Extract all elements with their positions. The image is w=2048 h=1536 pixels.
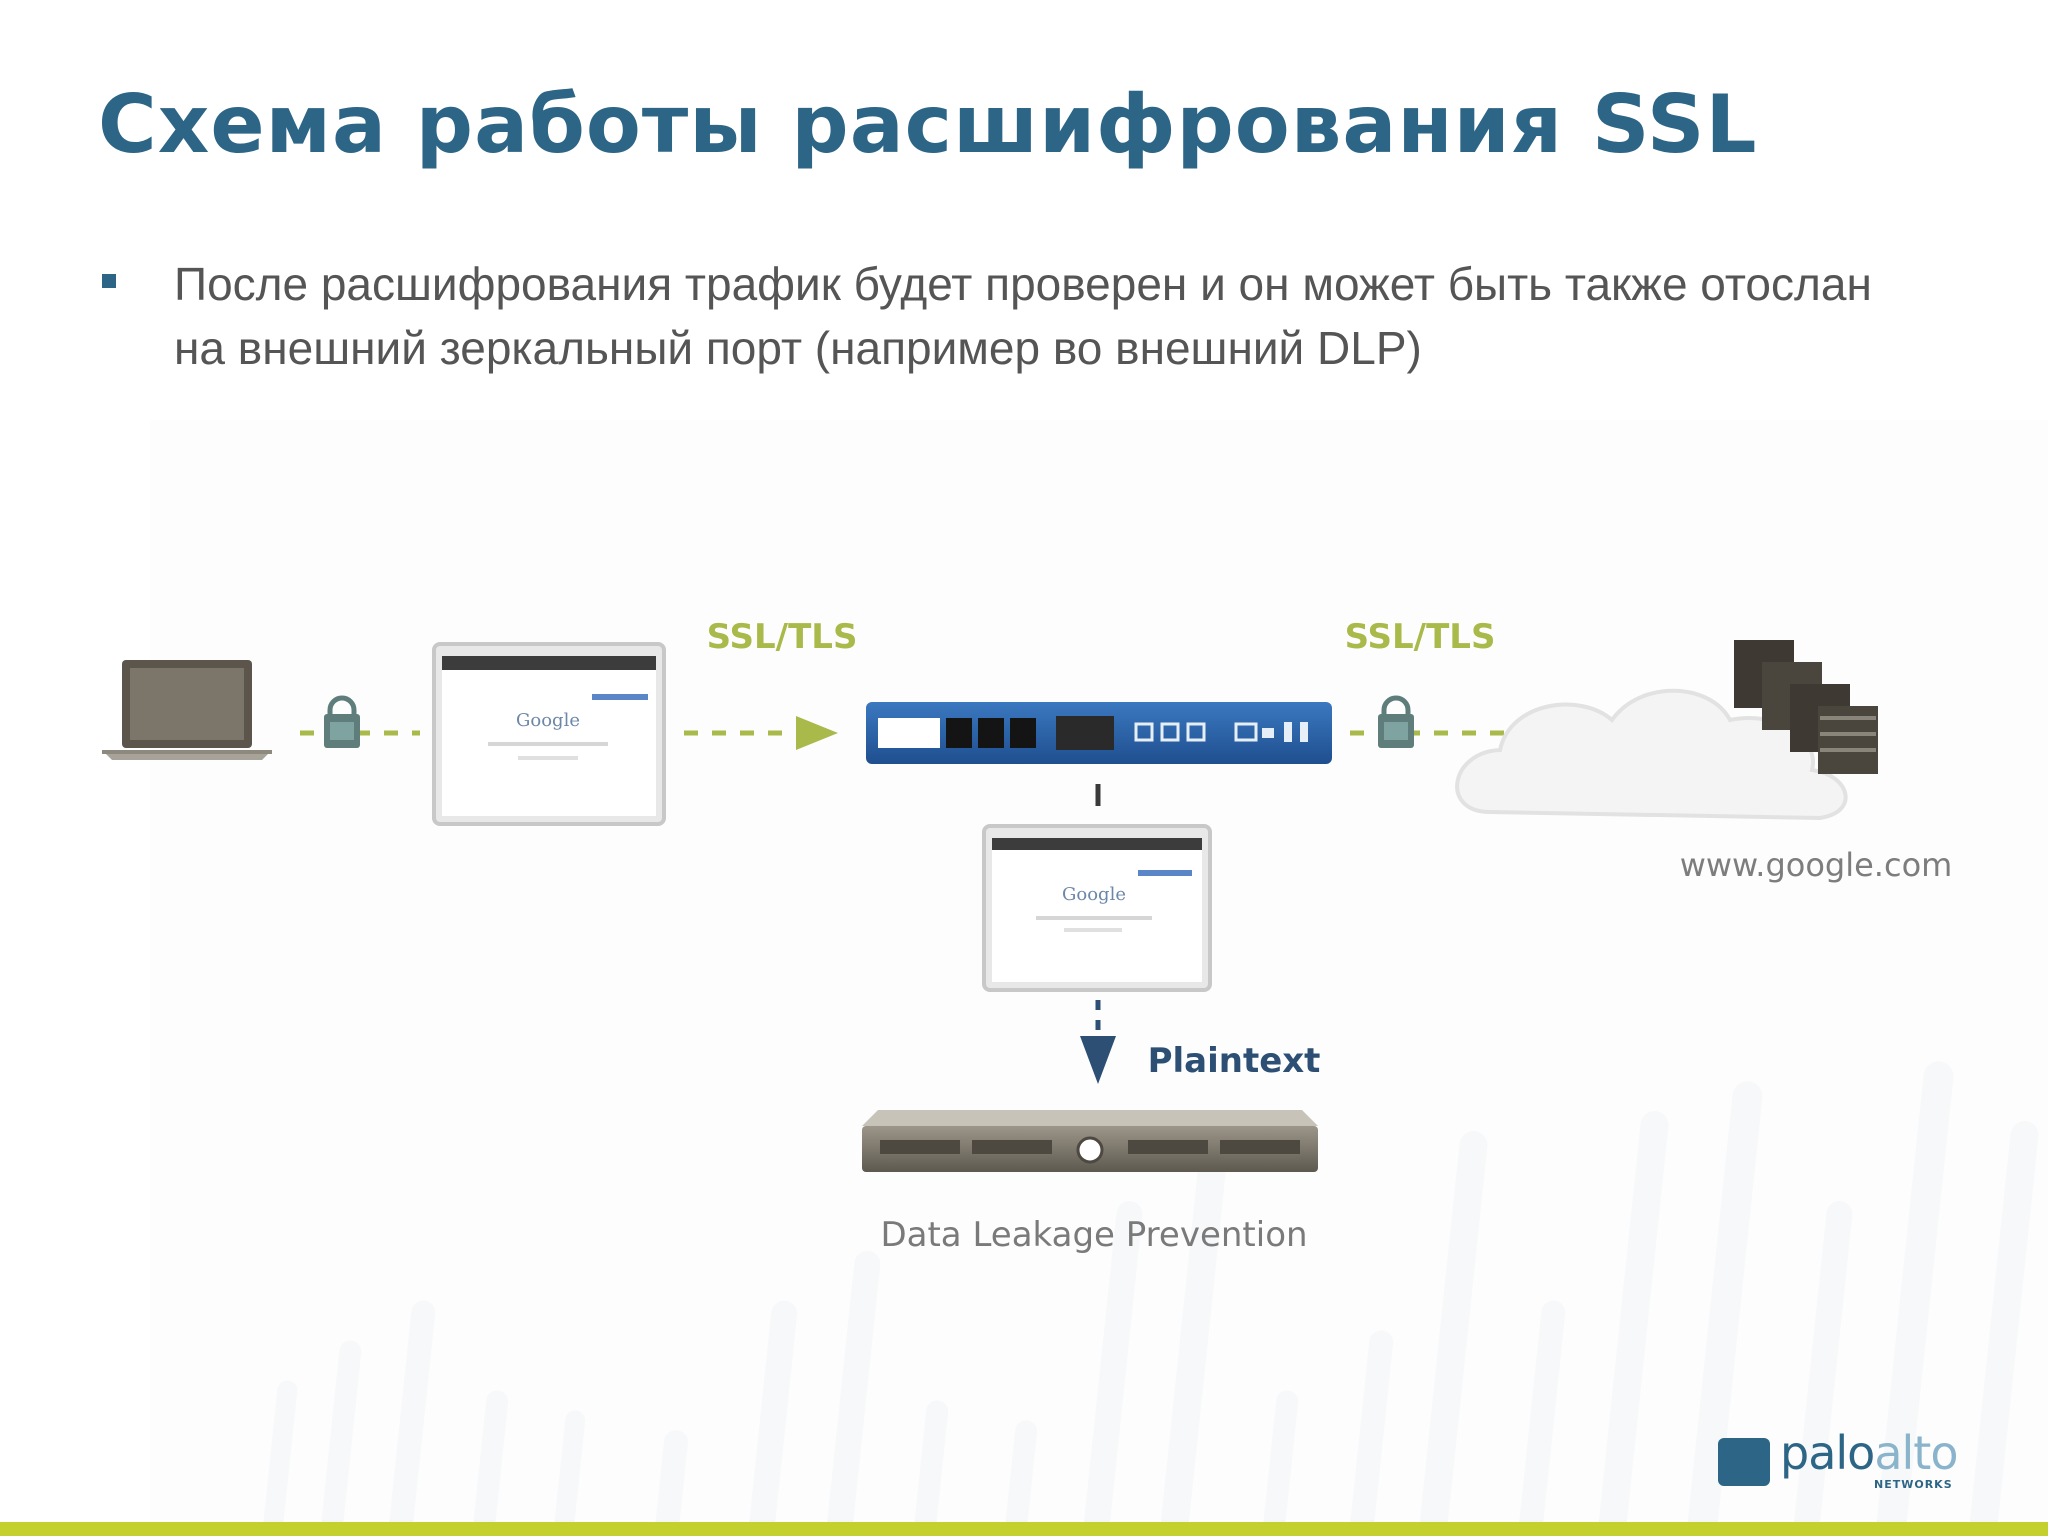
mirror-browser-window-icon: Google bbox=[982, 824, 1212, 992]
lock-icon-left bbox=[324, 695, 360, 748]
lock-icon-right bbox=[1378, 695, 1414, 748]
bullet-text: После расшифрования трафик будет провере… bbox=[174, 258, 1872, 374]
logo-networks-text: NETWORKS bbox=[1874, 1478, 1953, 1491]
plaintext-arrow bbox=[1080, 1000, 1116, 1084]
dlp-label: Data Leakage Prevention bbox=[880, 1215, 1307, 1255]
browser-window-icon: Google bbox=[432, 642, 666, 826]
dashed-arrow-browser-firewall bbox=[684, 716, 838, 750]
logo-name-part1: palo bbox=[1780, 1426, 1875, 1480]
paloalto-wordmark: paloalto bbox=[1780, 1426, 1958, 1480]
slide-title: Схема работы расшифрования SSL bbox=[98, 78, 1758, 171]
google-domain-label: www.google.com bbox=[1680, 846, 1953, 884]
mirror-browser-logo-text: Google bbox=[1062, 884, 1126, 905]
server-stack-icon bbox=[1734, 640, 1878, 774]
logo-name-part2: alto bbox=[1874, 1426, 1958, 1480]
bullet-square-icon bbox=[102, 274, 116, 288]
laptop-icon bbox=[102, 660, 272, 760]
paloalto-mark-icon bbox=[1718, 1438, 1770, 1486]
ssl-decryption-diagram: Google SSL/TLS bbox=[102, 617, 1953, 1255]
firewall-appliance-icon bbox=[866, 702, 1332, 764]
paloalto-logo: paloalto NETWORKS bbox=[1718, 1426, 1966, 1494]
bottom-accent-bar bbox=[0, 1522, 2048, 1536]
dlp-appliance-icon bbox=[862, 1110, 1318, 1172]
ssl-tls-label-left: SSL/TLS bbox=[707, 617, 858, 657]
browser-logo-text: Google bbox=[516, 710, 580, 731]
plaintext-label: Plaintext bbox=[1148, 1041, 1321, 1081]
ssl-tls-label-right: SSL/TLS bbox=[1345, 617, 1496, 657]
